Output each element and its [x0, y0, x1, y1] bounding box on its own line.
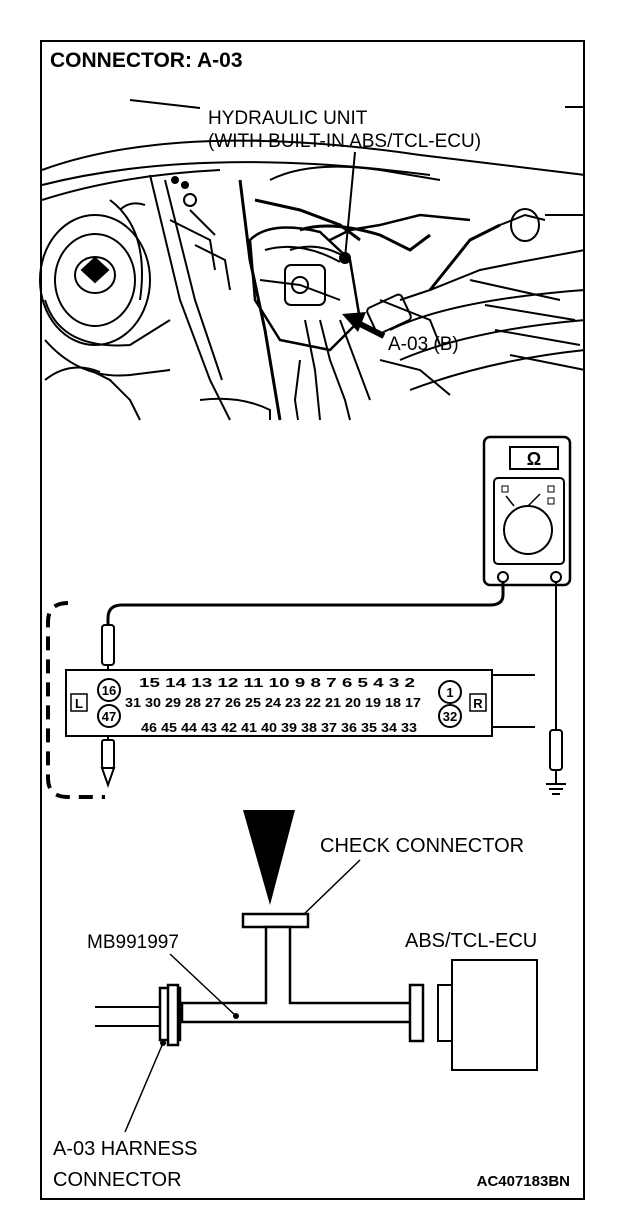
figure-title: CONNECTOR: A-03	[50, 49, 243, 72]
check-connector-leader	[299, 859, 361, 919]
pin-row-bottom: 46 45 44 43 42 41 40 39 38 37 36 35 34 3…	[141, 720, 417, 735]
connector-face: L R 16 47 15 14 13 12 11 10 9 8 7 6 5 4 …	[65, 669, 535, 737]
engine-bay-illustration	[39, 99, 586, 421]
pin-row-middle: 31 30 29 28 27 26 25 24 23 22 21 20 19 1…	[125, 695, 421, 710]
harness-leader-dot	[160, 1040, 166, 1046]
meter-dial	[503, 505, 553, 555]
left-mark: L	[75, 696, 83, 711]
right-mark: R	[473, 696, 483, 711]
adapter-leader-dot	[233, 1013, 239, 1019]
mb991997-adapter	[158, 912, 425, 1047]
pin-row-top: 15 14 13 12 11 10 9 8 7 6 5 4 3 2	[139, 675, 415, 690]
figure-code: AC407183BN	[477, 1173, 570, 1190]
hydraulic-unit-leader	[344, 151, 356, 259]
probe-pin-16: 16	[102, 683, 116, 698]
connector-arrow	[342, 312, 386, 339]
ohmmeter: Ω	[482, 435, 572, 587]
pin-32: 32	[443, 709, 457, 724]
ecu-label: ABS/TCL-ECU	[405, 930, 537, 952]
adapter-label: MB991997	[87, 932, 179, 953]
hydraulic-unit-sublabel: (WITH BUILT-IN ABS/TCL-ECU)	[208, 131, 481, 152]
adapter-leader	[169, 953, 237, 1017]
harness-wires	[95, 1006, 160, 1027]
hydraulic-unit-label: HYDRAULIC UNIT	[208, 108, 368, 129]
abs-tcl-ecu	[437, 959, 538, 1071]
connector-b-label: A-03 (B)	[388, 334, 459, 355]
figure-frame	[40, 40, 585, 1200]
dashed-outline	[46, 601, 105, 799]
harness-label: A-03 HARNESS	[53, 1138, 198, 1160]
check-connector-label: CHECK CONNECTOR	[320, 835, 524, 857]
pointer-triangle	[243, 810, 295, 905]
probe-tip-lower	[100, 725, 116, 789]
ground-icon	[546, 783, 566, 795]
strut-tower	[39, 214, 151, 346]
ground-probe	[549, 729, 563, 783]
probe-leads	[106, 582, 557, 730]
meter-terminal-right	[550, 571, 562, 583]
harness-sublabel: CONNECTOR	[53, 1169, 182, 1191]
pin-1: 1	[446, 685, 453, 700]
probe-pin-47: 47	[102, 709, 116, 724]
harness-leader	[124, 1042, 164, 1133]
ohm-symbol: Ω	[527, 449, 541, 469]
meter-terminal-left	[497, 571, 509, 583]
